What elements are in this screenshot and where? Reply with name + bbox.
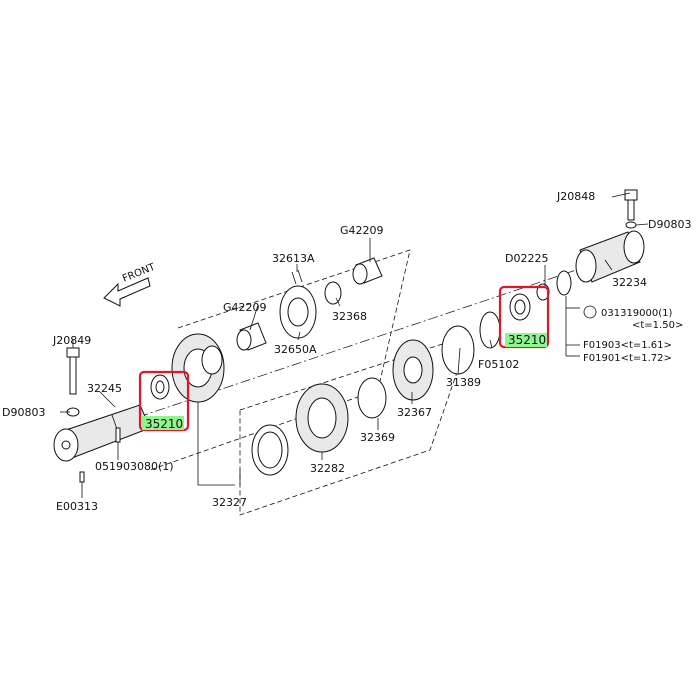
label-32282: 32282	[310, 462, 345, 475]
highlight-label-right: 35210	[508, 333, 546, 347]
bolt-j20848	[624, 189, 638, 221]
snap-ring-32369	[357, 377, 387, 419]
synchro-hub-32650a	[279, 285, 317, 339]
washer-35210-right	[509, 293, 531, 321]
highlight-label-left: 35210	[145, 417, 183, 431]
center-axis	[69, 261, 601, 441]
callout-circle	[583, 305, 597, 319]
washer-35210-left	[150, 374, 170, 400]
front-arrow-icon	[103, 277, 151, 307]
label-32327: 32327	[212, 496, 247, 509]
label-e00313: E00313	[56, 500, 98, 513]
label-f01903: F01903<t=1.61>	[583, 340, 672, 351]
ring-lower	[251, 424, 289, 476]
bearing-g42209-top	[352, 257, 383, 285]
bolt-j20849	[66, 347, 80, 395]
highlight-label-bg-right	[505, 333, 547, 347]
label-f01901: F01901<t=1.72>	[583, 353, 672, 364]
sleeve-32234	[575, 230, 645, 283]
label-j20849: J20849	[52, 334, 91, 347]
gear-32282	[295, 383, 349, 453]
label-32245: 32245	[87, 382, 122, 395]
sprocket-32367	[392, 339, 434, 401]
snap-ring-f05102	[479, 311, 501, 349]
sleeve-32368	[324, 281, 342, 305]
label-32613a: 32613A	[272, 252, 315, 265]
label-32234: 32234	[612, 276, 647, 289]
washer-d90803-right	[625, 221, 637, 229]
pin-e00313	[79, 471, 85, 483]
label-32369: 32369	[360, 431, 395, 444]
label-g42209-left: G42209	[223, 301, 267, 314]
label-t150: <t=1.50>	[632, 320, 683, 331]
label-031319000: 031319000(1)	[601, 308, 673, 319]
label-32367: 32367	[397, 406, 432, 419]
label-f05102: F05102	[478, 358, 519, 371]
label-g42209-top: G42209	[340, 224, 384, 237]
label-32368: 32368	[332, 310, 367, 323]
highlight-label-bg-left	[142, 416, 184, 430]
label-d90803-right: D90803	[648, 218, 691, 231]
key-pins-32613a	[291, 269, 303, 285]
pin-051903080	[115, 427, 121, 443]
ring-31389	[441, 325, 475, 375]
gear-32327	[171, 333, 225, 403]
label-d02225: D02225	[505, 252, 548, 265]
label-31389: 31389	[446, 376, 481, 389]
label-j20848: J20848	[556, 190, 595, 203]
assembly-outline-lower	[239, 334, 471, 516]
label-d90803-left: D90803	[2, 406, 45, 419]
label-051903080: 051903080(1)	[95, 460, 174, 473]
shim-031319000	[556, 270, 572, 296]
label-32650a: 32650A	[274, 343, 317, 356]
shaft-32245	[53, 404, 151, 462]
bearing-g42209-left	[236, 322, 267, 351]
